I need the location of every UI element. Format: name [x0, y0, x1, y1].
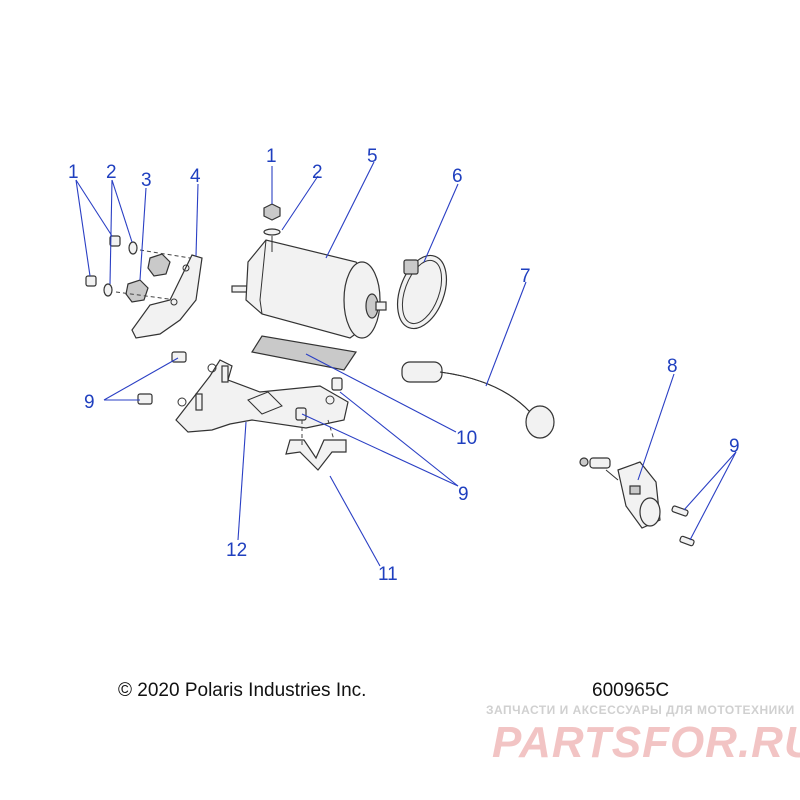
drawing-number: 600965C	[592, 680, 670, 701]
screw-part	[671, 505, 695, 547]
callout-1-top: 1	[266, 146, 277, 167]
callouts: 1 2 3 4 1 2 5 6 7 8 9 10 9 9 11 12	[68, 146, 740, 585]
mounting-bracket-part	[131, 254, 203, 339]
callout-9-center: 9	[458, 484, 469, 505]
callout-6: 6	[452, 166, 463, 187]
nut-part	[125, 253, 171, 303]
callout-11: 11	[378, 564, 398, 585]
bolt-part	[85, 235, 121, 287]
callout-3: 3	[141, 170, 152, 191]
callout-5: 5	[367, 146, 378, 167]
insulator-pad-part	[251, 335, 358, 371]
starter-boot-part	[401, 361, 555, 439]
callout-7: 7	[520, 266, 531, 287]
watermark-logo: PARTSFOR.RU	[492, 718, 800, 767]
support-bracket-part	[175, 359, 349, 433]
callout-9-right: 9	[729, 436, 740, 457]
callout-2-left: 2	[106, 162, 117, 183]
starter-drive-part	[579, 457, 661, 529]
callout-12: 12	[226, 540, 247, 561]
callout-10: 10	[456, 428, 477, 449]
washer-part	[103, 241, 138, 297]
watermark-tagline: ЗАПЧАСТИ И АКСЕССУАРЫ ДЛЯ МОТОТЕХНИКИ	[486, 703, 795, 717]
callout-4: 4	[190, 166, 201, 187]
callout-2-top: 2	[312, 162, 323, 183]
callout-8: 8	[667, 356, 678, 377]
copyright-text: © 2020 Polaris Industries Inc.	[118, 680, 367, 701]
leader-lines	[75, 161, 737, 567]
callout-9-left: 9	[84, 392, 95, 413]
mounting-strap-part	[285, 419, 347, 471]
starter-motor-part	[231, 239, 387, 339]
hose-clamp-part	[396, 254, 448, 330]
callout-1-left: 1	[68, 162, 79, 183]
terminal-nut-part	[263, 203, 281, 252]
